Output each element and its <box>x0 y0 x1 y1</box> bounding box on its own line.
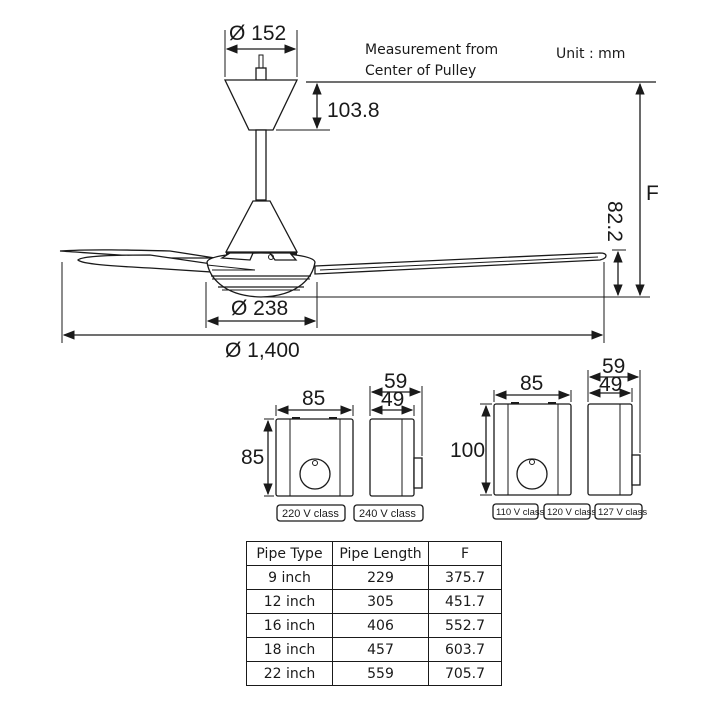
cell-pipe-type: 22 inch <box>246 661 333 686</box>
svg-text:85: 85 <box>520 372 543 395</box>
svg-text:82.2: 82.2 <box>603 201 626 242</box>
table-header-row: Pipe Type Pipe Length F <box>246 541 502 566</box>
cell-pipe-length: 559 <box>332 661 429 686</box>
class-label-240v: 240 V class <box>353 504 424 522</box>
cell-pipe-length: 406 <box>332 613 429 638</box>
svg-text:49: 49 <box>381 388 404 411</box>
cell-pipe-type: 18 inch <box>246 637 333 662</box>
regulator-a-front <box>275 418 354 497</box>
svg-text:127 V class: 127 V class <box>598 507 647 518</box>
svg-text:100: 100 <box>450 439 485 462</box>
cell-pipe-type: 12 inch <box>246 589 333 614</box>
cell-pipe-length: 305 <box>332 589 429 614</box>
cell-pipe-length: 229 <box>332 565 429 590</box>
cell-pipe-length: 457 <box>332 637 429 662</box>
cell-f: 705.7 <box>428 661 502 686</box>
motor-cone <box>224 200 299 253</box>
regulator-b-front <box>493 403 572 496</box>
dim-motor-diameter: Ø 238 <box>205 282 318 328</box>
col-header-f: F <box>428 541 502 566</box>
svg-text:220 V class: 220 V class <box>282 508 339 520</box>
down-rod <box>255 129 267 201</box>
dim-canopy-diameter: Ø 152 <box>224 22 298 77</box>
cell-f: 451.7 <box>428 589 502 614</box>
table-row: 16 inch 406 552.7 <box>246 613 502 638</box>
unit-label: Unit : mm <box>556 46 625 62</box>
svg-text:85: 85 <box>302 387 325 410</box>
class-label-220v: 220 V class <box>276 504 346 522</box>
cell-pipe-type: 16 inch <box>246 613 333 638</box>
col-header-pipe-length: Pipe Length <box>332 541 429 566</box>
svg-text:F: F <box>646 182 659 205</box>
table-row: 12 inch 305 451.7 <box>246 589 502 614</box>
svg-text:240 V class: 240 V class <box>359 508 416 520</box>
cell-f: 603.7 <box>428 637 502 662</box>
svg-text:85: 85 <box>241 446 264 469</box>
svg-text:49: 49 <box>599 373 622 396</box>
regulator-a-side <box>369 418 415 497</box>
cell-f: 552.7 <box>428 613 502 638</box>
svg-text:59: 59 <box>384 370 407 393</box>
svg-text:Ø 238: Ø 238 <box>231 297 288 320</box>
col-header-pipe-type: Pipe Type <box>246 541 333 566</box>
class-label-127v: 127 V class <box>594 503 647 520</box>
svg-text:Ø 1,400: Ø 1,400 <box>225 339 300 362</box>
table-row: 9 inch 229 375.7 <box>246 565 502 590</box>
regulator-group-b: 85 100 59 49 110 V class 120 V class 127… <box>450 355 647 520</box>
measurement-note-line1: Measurement from <box>365 42 498 58</box>
dim-overall-F: F <box>262 82 659 298</box>
svg-text:59: 59 <box>602 355 625 378</box>
table-row: 18 inch 457 603.7 <box>246 637 502 662</box>
svg-text:Ø 152: Ø 152 <box>229 22 286 45</box>
table-row: 22 inch 559 705.7 <box>246 661 502 686</box>
measurement-note-line2: Center of Pulley <box>365 63 476 79</box>
dim-canopy-height: 103.8 <box>276 81 656 131</box>
pipe-length-table: Pipe Type Pipe Length F 9 inch 229 375.7… <box>246 541 502 686</box>
cell-f: 375.7 <box>428 565 502 590</box>
dim-blade-to-bottom: 82.2 <box>603 201 626 297</box>
fan-drawing <box>59 54 607 298</box>
svg-text:110 V class: 110 V class <box>496 507 545 518</box>
canopy <box>223 79 299 131</box>
cell-pipe-type: 9 inch <box>246 565 333 590</box>
regulator-group-a: 85 85 59 49 220 V class 240 V class <box>241 370 424 522</box>
svg-text:103.8: 103.8 <box>327 99 380 122</box>
dim-sweep-diameter: Ø 1,400 <box>61 262 605 362</box>
svg-text:120 V class: 120 V class <box>547 507 596 518</box>
regulator-b-side <box>587 403 633 496</box>
class-label-110v: 110 V class <box>492 503 545 520</box>
class-label-120v: 120 V class <box>543 503 596 520</box>
regulator-knob <box>299 458 331 490</box>
